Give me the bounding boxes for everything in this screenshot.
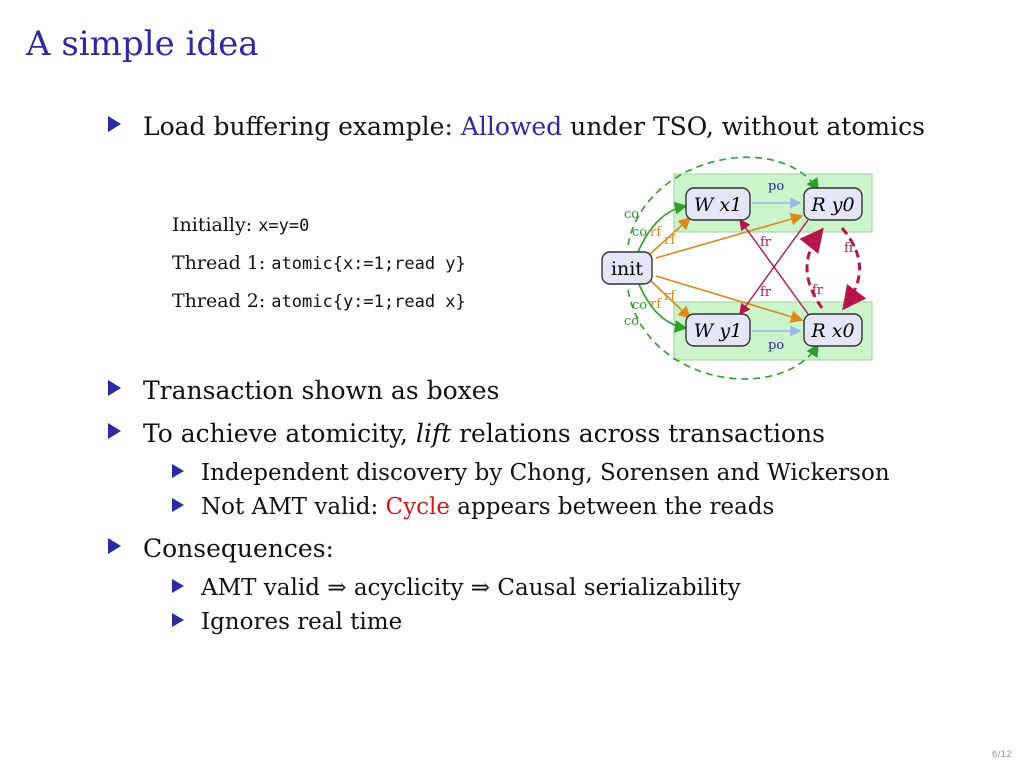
co-label-top: co bbox=[632, 225, 647, 240]
subbullet-independent-discovery: Independent discovery by Chong, Sorensen… bbox=[172, 460, 890, 486]
bullet-text: Ignores real time bbox=[201, 609, 403, 635]
co-edge-wy1 bbox=[637, 281, 688, 333]
co-edge-wx1 bbox=[637, 201, 688, 253]
code-line-thread2: Thread 2: atomic{y:=1;read x} bbox=[172, 290, 466, 312]
fr-label-lower: fr bbox=[760, 285, 772, 300]
co-label-outer-top: co bbox=[624, 207, 639, 222]
lift-italic: lift bbox=[415, 419, 452, 448]
co-label-bottom: co bbox=[632, 298, 647, 313]
bullet-text: Transaction shown as boxes bbox=[143, 376, 500, 405]
execution-graph-diagram: init W x1 R y0 W y1 R x0 po po co co co … bbox=[601, 156, 873, 380]
fr-label-cycle-right: fr bbox=[844, 241, 856, 256]
rf-label-top-1: rf bbox=[650, 225, 662, 240]
node-ry0-label: R y0 bbox=[810, 194, 854, 216]
code-text: atomic{y:=1;read x} bbox=[271, 292, 466, 312]
bullet-text: Independent discovery by Chong, Sorensen… bbox=[201, 460, 890, 486]
co-edge-outer-bottom bbox=[627, 289, 819, 380]
rf-edge-wx1 bbox=[649, 216, 692, 255]
bullet-triangle-icon bbox=[108, 538, 121, 554]
co-label-outer-bottom: co bbox=[624, 314, 639, 329]
bullet-load-buffering: Load buffering example: Allowed under TS… bbox=[108, 112, 925, 141]
node-rx0-label: R x0 bbox=[810, 320, 854, 342]
bullet-triangle-icon bbox=[108, 380, 121, 396]
bullet-text: AMT valid ⇒ acyclicity ⇒ Causal serializ… bbox=[201, 575, 741, 601]
allowed-highlight: Allowed bbox=[460, 112, 563, 141]
code-line-init: Initially: x=y=0 bbox=[172, 214, 309, 236]
node-init-label: init bbox=[611, 258, 643, 280]
fr-label-upper: fr bbox=[760, 235, 772, 250]
node-wx1-label: W x1 bbox=[694, 194, 742, 216]
fr-label-cycle-left: fr bbox=[812, 283, 824, 298]
bullet-text: Not AMT valid: bbox=[201, 494, 386, 520]
subbullet-not-amt-valid: Not AMT valid: Cycle appears between the… bbox=[172, 494, 774, 520]
bullet-triangle-icon bbox=[108, 423, 121, 439]
node-init bbox=[601, 251, 653, 285]
po-label-bottom: po bbox=[768, 338, 784, 353]
subbullet-amt-valid: AMT valid ⇒ acyclicity ⇒ Causal serializ… bbox=[172, 575, 741, 601]
node-wx1 bbox=[685, 187, 751, 221]
bullet-triangle-icon bbox=[172, 579, 184, 593]
code-text: atomic{x:=1;read y} bbox=[271, 254, 466, 274]
fr-edge-rx0-wx1 bbox=[739, 218, 809, 315]
bullet-transactions-boxes: Transaction shown as boxes bbox=[108, 376, 499, 405]
slide-title: A simple idea bbox=[26, 24, 259, 64]
rf-label-bottom-1: rf bbox=[650, 297, 662, 312]
rf-edge-ry0 bbox=[655, 212, 804, 259]
code-label: Thread 1: bbox=[172, 252, 272, 274]
subbullet-real-time: Ignores real time bbox=[172, 609, 402, 635]
bullet-triangle-icon bbox=[172, 613, 184, 627]
node-ry0 bbox=[803, 187, 863, 221]
code-label: Initially: bbox=[172, 214, 259, 236]
page-number: 6/12 bbox=[991, 750, 1012, 760]
bullet-triangle-icon bbox=[172, 464, 184, 478]
fr-lifted-edge-up bbox=[799, 227, 824, 309]
node-wy1 bbox=[685, 313, 751, 347]
fr-lifted-edge-down bbox=[840, 227, 867, 311]
node-wy1-label: W y1 bbox=[694, 320, 742, 342]
rf-label-bottom-2: rf bbox=[664, 289, 676, 304]
bullet-atomicity: To achieve atomicity, lift relations acr… bbox=[108, 419, 825, 448]
cycle-highlight: Cycle bbox=[385, 494, 450, 520]
code-text: x=y=0 bbox=[258, 216, 310, 236]
bullet-consequences: Consequences: bbox=[108, 534, 334, 563]
bullet-triangle-icon bbox=[172, 498, 184, 512]
rf-label-top-2: rf bbox=[664, 233, 676, 248]
bullet-text: relations across transactions bbox=[451, 419, 825, 448]
rf-edge-wy1 bbox=[649, 279, 692, 320]
po-label-top: po bbox=[768, 179, 784, 194]
bullet-text: To achieve atomicity, bbox=[143, 419, 416, 448]
code-line-thread1: Thread 1: atomic{x:=1;read y} bbox=[172, 252, 466, 274]
node-rx0 bbox=[803, 313, 863, 347]
bullet-text: appears between the reads bbox=[450, 494, 775, 520]
rf-edge-rx0 bbox=[655, 275, 804, 323]
bullet-text: Load buffering example: bbox=[143, 112, 461, 141]
bullet-text: Consequences: bbox=[143, 534, 334, 563]
code-label: Thread 2: bbox=[172, 290, 272, 312]
bullet-triangle-icon bbox=[108, 116, 121, 132]
bullet-text: under TSO, without atomics bbox=[562, 112, 925, 141]
